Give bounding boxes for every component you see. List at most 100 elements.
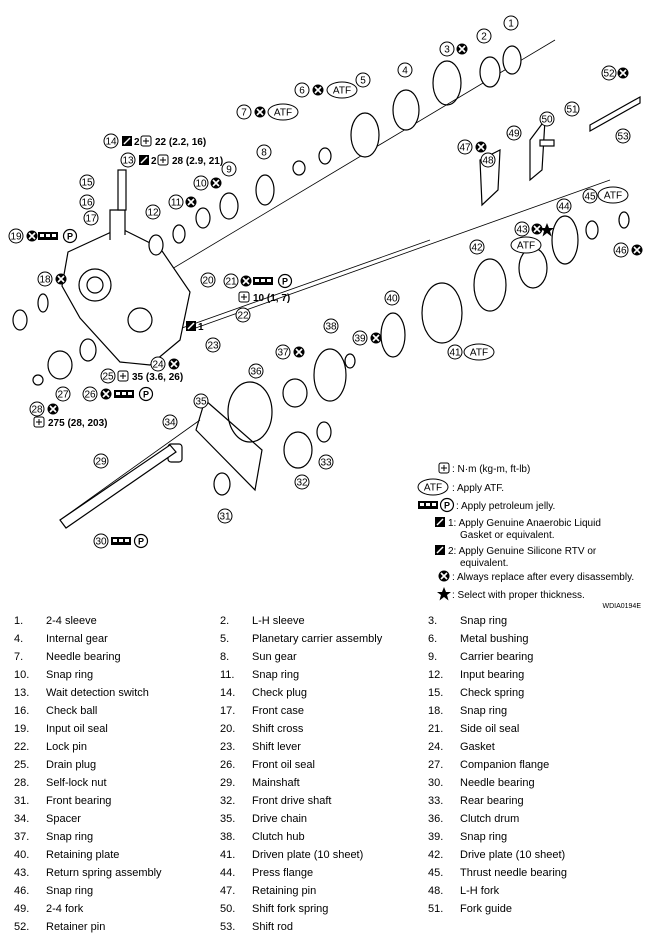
part-name: Drain plug — [46, 759, 97, 771]
svg-text:ATF: ATF — [517, 241, 535, 252]
part-number: 13. — [14, 687, 30, 699]
svg-text:22: 22 — [237, 311, 249, 322]
part-number: 15. — [428, 687, 444, 699]
part-number: 10. — [14, 669, 30, 681]
part-name: Rear bearing — [460, 795, 524, 807]
part-name: Snap ring — [460, 831, 508, 843]
part-name: Fork guide — [460, 903, 512, 915]
svg-text:32: 32 — [296, 478, 308, 489]
part-name: Clutch drum — [460, 813, 520, 825]
part-number: 37. — [14, 831, 30, 843]
part-name: Input oil seal — [46, 723, 108, 735]
part-callouts: 1 2 3 4 5 6 7 8 9 10 11 12 13 14 15 16 1… — [8, 15, 631, 549]
svg-text:47: 47 — [459, 143, 471, 154]
svg-text:: Always replace after every d: : Always replace after every disassembly… — [452, 572, 634, 583]
svg-text:Gasket or equivalent.: Gasket or equivalent. — [460, 530, 555, 541]
part-number: 8. — [220, 651, 230, 663]
svg-text:: Apply ATF.: : Apply ATF. — [452, 483, 504, 494]
svg-text:6: 6 — [299, 86, 305, 97]
part-number: 31. — [14, 795, 30, 807]
part-number: 16. — [14, 705, 30, 717]
svg-text:33: 33 — [320, 458, 332, 469]
svg-text:36: 36 — [250, 367, 262, 378]
svg-text:31: 31 — [219, 512, 231, 523]
svg-text:30: 30 — [95, 537, 107, 548]
part-number: 27. — [428, 759, 444, 771]
part-number: 39. — [428, 831, 444, 843]
part-name: Needle bearing — [460, 777, 535, 789]
part-name: Snap ring — [46, 669, 94, 681]
torque-annotations: 2 22 (2.2, 16) 2 28 (2.9, 21) 10 (1, 7) … — [33, 135, 290, 429]
svg-text:35 (3.6, 26): 35 (3.6, 26) — [132, 372, 183, 383]
part-name: Carrier bearing — [460, 651, 534, 663]
part-number: 30. — [428, 777, 444, 789]
part-name: Planetary carrier assembly — [252, 633, 383, 645]
part-number: 24. — [428, 741, 444, 753]
svg-text:41: 41 — [449, 348, 461, 359]
svg-text:11: 11 — [171, 198, 182, 209]
svg-text:44: 44 — [558, 202, 570, 213]
part-number: 43. — [14, 867, 30, 879]
svg-text:25: 25 — [102, 372, 114, 383]
part-name: Driven plate (10 sheet) — [252, 849, 364, 861]
part-name: Needle bearing — [46, 651, 121, 663]
part-name: Front case — [252, 705, 304, 717]
svg-text:275 (28, 203): 275 (28, 203) — [48, 418, 108, 429]
svg-text:19: 19 — [10, 232, 22, 243]
part-name: Internal gear — [46, 633, 108, 645]
exploded-view-diagram: P — [8, 15, 644, 610]
part-number: 36. — [428, 813, 444, 825]
part-name: Sun gear — [252, 651, 297, 663]
part-number: 44. — [220, 867, 236, 879]
svg-text:16: 16 — [81, 198, 93, 209]
part-name: Retaining plate — [46, 849, 120, 861]
part-name: Clutch hub — [252, 831, 305, 843]
svg-text:42: 42 — [471, 243, 483, 254]
part-name: 2-4 sleeve — [46, 615, 97, 627]
svg-text:: N·m (kg-m, ft-lb): : N·m (kg-m, ft-lb) — [452, 464, 530, 475]
svg-text:27: 27 — [57, 390, 69, 401]
svg-text:21: 21 — [225, 277, 237, 288]
part-name: Self-lock nut — [46, 777, 107, 789]
svg-text:equivalent.: equivalent. — [460, 558, 508, 569]
part-number: 14. — [220, 687, 236, 699]
svg-text:: Apply petroleum jelly.: : Apply petroleum jelly. — [456, 501, 555, 512]
part-number: 19. — [14, 723, 30, 735]
part-name: Spacer — [46, 813, 81, 825]
part-number: 51. — [428, 903, 444, 915]
svg-text:14: 14 — [105, 137, 117, 148]
part-name: Thrust needle bearing — [460, 867, 568, 879]
part-name: 2-4 fork — [46, 903, 84, 915]
svg-text:ATF: ATF — [604, 191, 622, 202]
part-number: 40. — [14, 849, 30, 861]
atf-badges: ATF ATF ATF ATF ATF — [267, 81, 629, 361]
svg-text:2: Apply Genuine Silicone RTV: 2: Apply Genuine Silicone RTV or — [448, 546, 597, 557]
svg-text:3: 3 — [444, 45, 450, 56]
svg-text:53: 53 — [617, 132, 629, 143]
svg-text:20: 20 — [202, 276, 214, 287]
part-number: 25. — [14, 759, 30, 771]
svg-text:1: 1 — [198, 322, 204, 333]
svg-text:46: 46 — [615, 246, 627, 257]
svg-text:49: 49 — [508, 129, 520, 140]
part-number: 29. — [220, 777, 236, 789]
svg-text:1: 1 — [508, 19, 514, 30]
part-name: Mainshaft — [252, 777, 300, 789]
svg-text:40: 40 — [386, 294, 398, 305]
part-number: 5. — [220, 633, 230, 645]
part-name: Press flange — [252, 867, 314, 879]
svg-text:18: 18 — [39, 275, 51, 286]
part-number: 45. — [428, 867, 444, 879]
part-name: Drive chain — [252, 813, 308, 825]
